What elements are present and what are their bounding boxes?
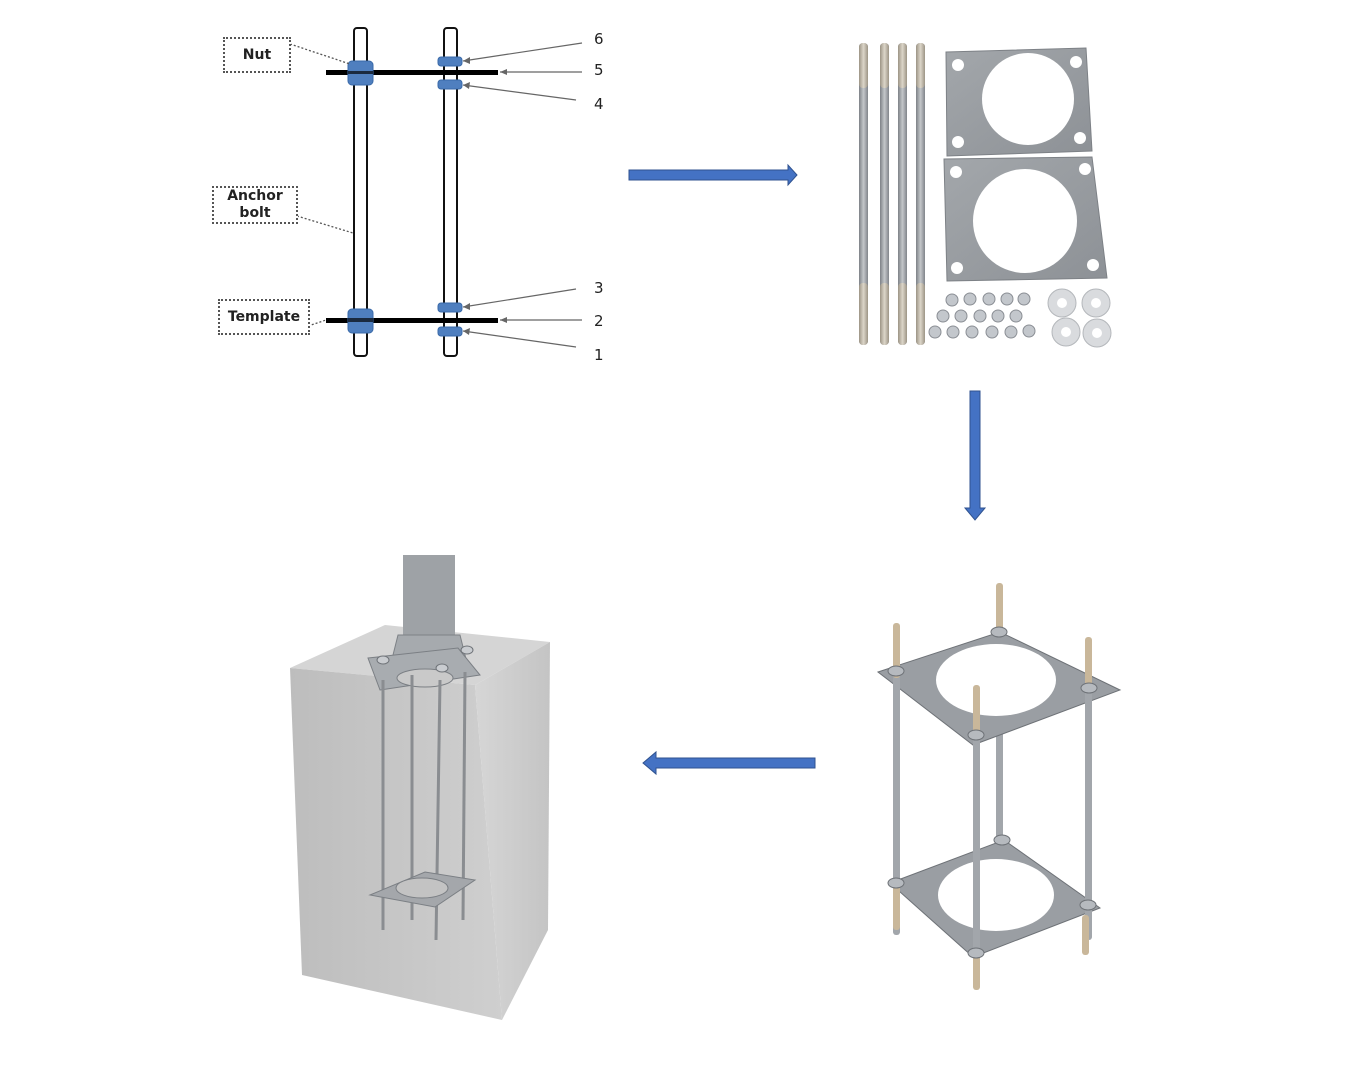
nut-label: Nut bbox=[223, 37, 291, 73]
anchor-bolt-label: Anchor bolt bbox=[212, 186, 298, 224]
nut-label-text: Nut bbox=[242, 46, 272, 63]
assembled-cage-illustration bbox=[876, 583, 1122, 990]
schematic-drawing bbox=[289, 27, 583, 357]
number-2: 2 bbox=[594, 312, 604, 330]
nut-6 bbox=[437, 56, 463, 67]
nuts bbox=[928, 292, 1036, 339]
template-plates bbox=[943, 47, 1108, 282]
washers bbox=[1047, 288, 1112, 348]
leader-lines bbox=[462, 42, 583, 348]
kit-parts-photo bbox=[830, 35, 1130, 355]
arrow-right-icon bbox=[628, 163, 798, 187]
nut-1 bbox=[437, 326, 463, 337]
template-bar-bottom bbox=[326, 318, 498, 323]
number-6: 6 bbox=[594, 30, 604, 48]
anchor-rods bbox=[859, 43, 925, 345]
number-3: 3 bbox=[594, 279, 604, 297]
kit-parts-illustration bbox=[859, 43, 1112, 348]
anchor-bolt-left bbox=[353, 27, 368, 357]
number-4: 4 bbox=[594, 95, 604, 113]
number-1: 1 bbox=[594, 346, 604, 364]
concrete-foundation-illustration bbox=[290, 555, 550, 1020]
arrow-left-icon bbox=[642, 750, 816, 776]
nut-3 bbox=[437, 302, 463, 313]
anchor-bolt-label-line1: Anchor bbox=[227, 188, 283, 204]
template-label: Template bbox=[218, 299, 310, 335]
schematic-panel: Nut Anchor bolt Template 6 5 4 3 2 1 bbox=[0, 0, 640, 380]
number-5: 5 bbox=[594, 61, 604, 79]
nut-4 bbox=[437, 79, 463, 90]
anchor-bolt-label-line2: bolt bbox=[239, 205, 271, 221]
arrow-down-icon bbox=[963, 390, 987, 521]
assembled-cage-photo bbox=[860, 575, 1122, 995]
concrete-foundation-render bbox=[280, 550, 560, 1030]
template-bar-top bbox=[326, 70, 498, 75]
template-label-text: Template bbox=[227, 308, 301, 325]
anchor-bolt-right bbox=[443, 27, 458, 357]
